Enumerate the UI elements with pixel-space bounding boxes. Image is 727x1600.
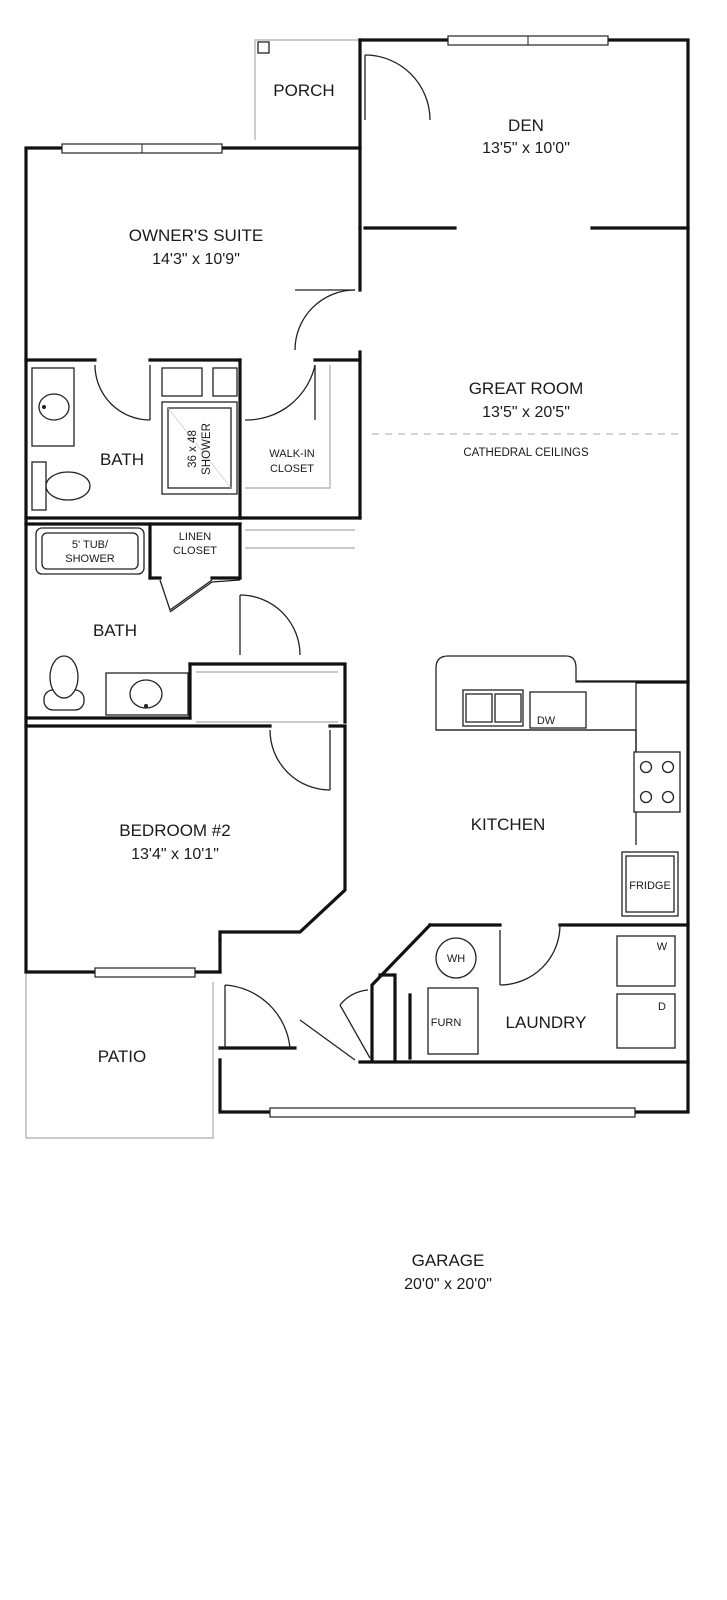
fixture-labels: DW FRIDGE WH FURN W D <box>431 715 671 1029</box>
shelf <box>161 367 203 397</box>
interior-walls <box>24 146 690 1064</box>
bedroom2-label: BEDROOM #2 <box>119 821 230 840</box>
owners-suite-label: OWNER'S SUITE <box>129 226 264 245</box>
washer-box <box>616 935 676 987</box>
den-label: DEN <box>508 116 544 135</box>
tub-label-line1: 5' TUB/ <box>72 539 109 551</box>
toilet-icon <box>49 655 79 699</box>
ceiling-lines <box>196 365 682 723</box>
cathedral-ceilings-note: CATHEDRAL CEILINGS <box>463 447 589 459</box>
linen-closet-line1: LINEN <box>179 531 211 543</box>
great-room-label: GREAT ROOM <box>469 379 584 398</box>
room-labels: PORCH DEN 13'5" x 10'0" OWNER'S SUITE 14… <box>65 81 589 1293</box>
dishwasher <box>529 691 587 729</box>
bedroom2-size: 13'4" x 10'1" <box>131 846 219 863</box>
kitchen-label: KITCHEN <box>471 815 546 834</box>
dishwasher-label: DW <box>537 715 556 727</box>
water-heater-icon <box>435 937 477 979</box>
toilet-icon <box>45 471 91 501</box>
sink-icon <box>38 393 70 421</box>
den-size: 13'5" x 10'0" <box>482 140 570 157</box>
laundry-fixtures <box>427 935 676 1055</box>
water-heater-label: WH <box>447 953 465 965</box>
dryer-label: D <box>658 1001 666 1013</box>
furnace-label: FURN <box>431 1017 462 1029</box>
furnace-box <box>427 987 479 1055</box>
walk-in-closet-line2: CLOSET <box>270 463 314 475</box>
fridge-label: FRIDGE <box>629 880 671 892</box>
washer-label: W <box>657 941 668 953</box>
shower-label: SHOWER <box>201 423 213 475</box>
tub-label-line2: SHOWER <box>65 553 115 565</box>
range-icon <box>633 751 681 813</box>
shower-size-label: 36 x 48 <box>187 430 199 468</box>
walk-in-closet-line1: WALK-IN <box>269 448 314 460</box>
owners-suite-size: 14'3" x 10'9" <box>152 251 240 268</box>
exterior-walls <box>24 38 690 1114</box>
kitchen-fixtures <box>435 655 681 917</box>
great-room-size: 13'5" x 20'5" <box>482 404 570 421</box>
garage-size: 20'0" x 20'0" <box>404 1276 492 1293</box>
dryer-box <box>616 993 676 1049</box>
porch-label: PORCH <box>273 81 334 100</box>
shelf <box>212 367 238 397</box>
sink-icon <box>129 679 163 709</box>
patio-label: PATIO <box>98 1047 147 1066</box>
linen-closet-line2: CLOSET <box>173 545 217 557</box>
windows <box>61 35 636 1118</box>
hall-bath-fixtures <box>35 527 189 716</box>
hall-bath-label: BATH <box>93 621 137 640</box>
outdoor-outlines <box>25 39 360 1139</box>
toilet-tank <box>31 461 47 511</box>
owner-bath-label: BATH <box>100 450 144 469</box>
owner-bath-fixtures <box>31 367 238 511</box>
door-swings <box>94 54 561 1061</box>
laundry-label: LAUNDRY <box>506 1013 587 1032</box>
garage-label: GARAGE <box>412 1251 485 1270</box>
